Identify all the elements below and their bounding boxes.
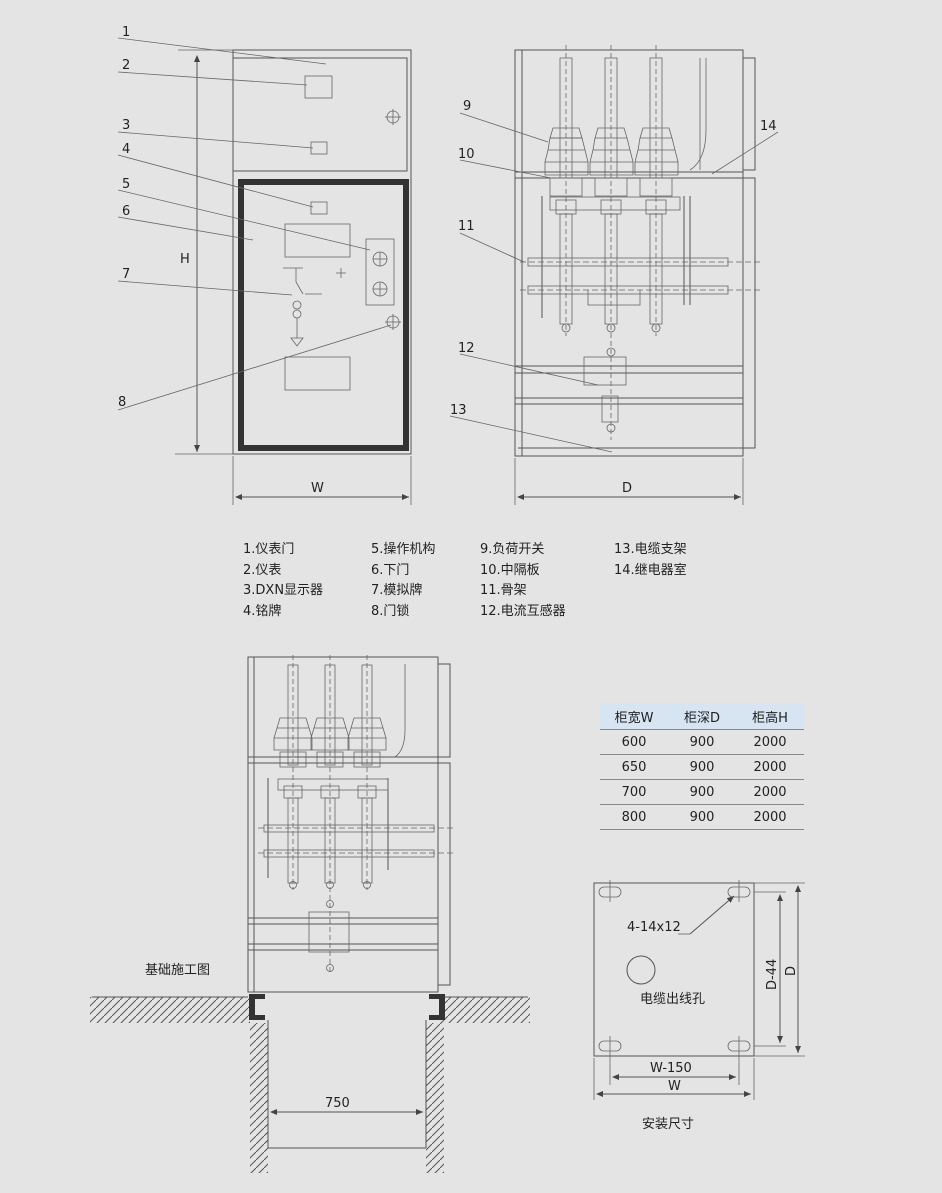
side-leaders [449, 112, 779, 453]
front-label-5: 5 [122, 177, 130, 192]
front-label-3: 3 [122, 118, 130, 133]
side-label-11: 11 [458, 219, 475, 234]
install-d44-label: D-44 [765, 959, 780, 990]
table-cell: 2000 [736, 754, 804, 780]
table-row: 700 900 2000 [600, 779, 804, 805]
legend-item: 1.仪表门 [243, 542, 295, 557]
dim-D-label: D [622, 481, 632, 496]
legend-item: 2.仪表 [243, 562, 282, 578]
install-d-label: D [784, 966, 799, 976]
table-cell: 2000 [736, 804, 804, 830]
legend-item: 6.下门 [371, 562, 410, 578]
legend-column-4: 13.电缆支架 14.继电器室 [614, 540, 687, 581]
install-center-label: 电缆出线孔 [640, 991, 705, 1007]
install-w-label: W [668, 1079, 681, 1094]
table-cell: 2000 [736, 729, 804, 755]
install-caption: 安装尺寸 [642, 1117, 694, 1132]
side-label-9: 9 [463, 99, 471, 114]
table-header-width: 柜宽W [600, 703, 668, 730]
side-label-10: 10 [458, 147, 475, 162]
side-label-12: 12 [458, 341, 475, 356]
legend-item: 7.模拟牌 [371, 583, 423, 598]
front-label-8: 8 [118, 395, 126, 410]
install-hole-label: 4-14x12 [627, 920, 681, 935]
table-cell: 2000 [736, 779, 804, 805]
legend-item: 4.铭牌 [243, 603, 282, 619]
table-cell: 900 [668, 779, 736, 805]
legend-item: 14.继电器室 [614, 562, 687, 578]
table-header-depth: 柜深D [668, 703, 736, 730]
install-plan [593, 880, 805, 1100]
table-cell: 900 [668, 804, 736, 830]
legend-item: 8.门锁 [371, 603, 410, 619]
side-view [514, 45, 760, 505]
front-label-6: 6 [122, 204, 130, 219]
legend-column-2: 5.操作机构 6.下门 7.模拟牌 8.门锁 [371, 540, 435, 622]
table-cell: 900 [668, 754, 736, 780]
legend-item: 12.电流互感器 [480, 603, 566, 619]
foundation-view [90, 655, 530, 1173]
table-row: 600 900 2000 [600, 729, 804, 755]
table-cell: 700 [600, 779, 668, 805]
legend-item: 10.中隔板 [480, 562, 540, 578]
table-row: 800 900 2000 [600, 804, 804, 830]
dimension-table: 柜宽W 柜深D 柜高H 600 900 2000 650 900 2000 70… [600, 703, 804, 830]
front-label-2: 2 [122, 58, 130, 73]
front-leaders [117, 37, 392, 411]
table-cell: 650 [600, 754, 668, 780]
front-label-4: 4 [122, 142, 130, 157]
legend-column-1: 1.仪表门 2.仪表 3.DXN显示器 4.铭牌 [243, 540, 323, 622]
side-label-13: 13 [450, 403, 467, 418]
table-row: 650 900 2000 [600, 754, 804, 780]
table-cell: 800 [600, 804, 668, 830]
legend-item: 13.电缆支架 [614, 542, 687, 557]
front-view [175, 49, 412, 505]
foundation-title: 基础施工图 [145, 963, 210, 978]
dim-W-label: W [311, 481, 324, 496]
side-label-14: 14 [760, 119, 777, 134]
legend-item: 9.负荷开关 [480, 542, 545, 557]
install-w150-label: W-150 [650, 1061, 692, 1076]
table-cell: 900 [668, 729, 736, 755]
table-header-row: 柜宽W 柜深D 柜高H [600, 703, 804, 730]
front-label-7: 7 [122, 267, 130, 282]
front-label-1: 1 [122, 25, 130, 40]
table-header-height: 柜高H [736, 703, 804, 730]
legend-column-3: 9.负荷开关 10.中隔板 11.骨架 12.电流互感器 [480, 540, 566, 622]
legend-item: 11.骨架 [480, 583, 527, 598]
table-cell: 600 [600, 729, 668, 755]
foundation-width-label: 750 [325, 1096, 350, 1111]
dim-H-label: H [180, 252, 190, 267]
legend-item: 5.操作机构 [371, 542, 436, 557]
legend-item: 3.DXN显示器 [243, 583, 324, 598]
